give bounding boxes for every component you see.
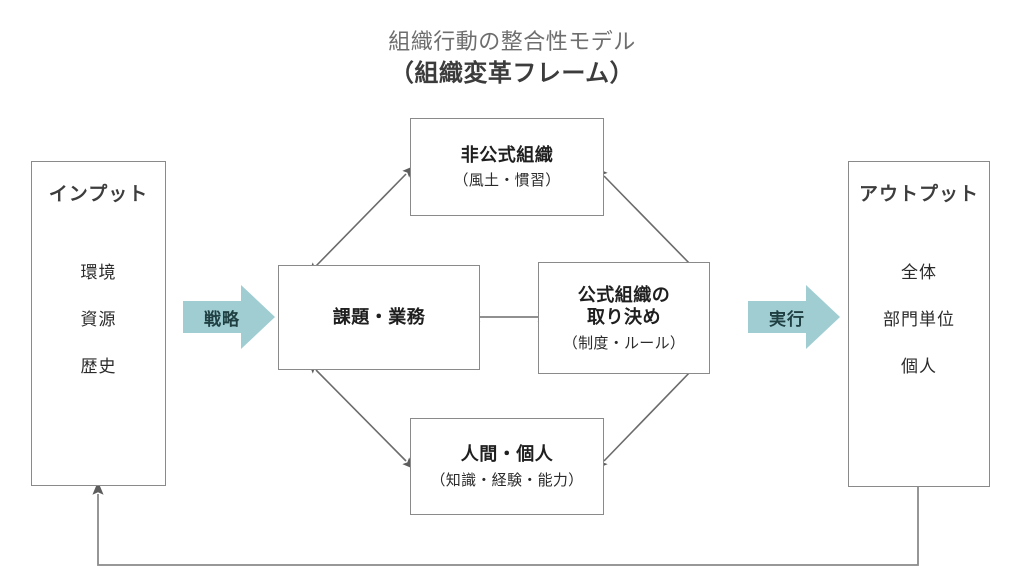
node-people-individual: 人間・個人 （知識・経験・能力） bbox=[410, 418, 604, 515]
input-panel-heading: インプット bbox=[48, 184, 149, 205]
node-formal-organization-subtitle: （制度・ルール） bbox=[562, 334, 686, 352]
output-panel-items: 全体 部門単位 個人 bbox=[883, 258, 955, 377]
execution-arrow-shape bbox=[748, 285, 840, 349]
output-item-individual: 個人 bbox=[901, 357, 937, 376]
strategy-arrow-shape bbox=[183, 285, 275, 349]
diagram-title: 組織行動の整合性モデル （組織変革フレーム） bbox=[0, 28, 1024, 90]
connector-task-people bbox=[308, 362, 414, 469]
node-people-individual-title: 人間・個人 bbox=[460, 444, 554, 465]
connector-task-informal bbox=[308, 165, 414, 275]
connector-informal-formal bbox=[596, 167, 700, 275]
node-task-operations: 課題・業務 bbox=[278, 265, 480, 370]
output-panel: アウトプット 全体 部門単位 個人 bbox=[848, 161, 990, 487]
input-panel-items: 環境 資源 歴史 bbox=[81, 258, 117, 377]
connector-people-formal bbox=[596, 361, 700, 470]
node-informal-organization-subtitle: （風土・慣習） bbox=[453, 172, 561, 190]
input-item-resources: 資源 bbox=[80, 310, 117, 329]
output-item-whole: 全体 bbox=[901, 263, 937, 282]
node-informal-organization-title: 非公式組織 bbox=[460, 144, 554, 165]
node-task-operations-title: 課題・業務 bbox=[332, 307, 426, 328]
input-item-environment: 環境 bbox=[80, 263, 117, 282]
output-panel-heading: アウトプット bbox=[858, 184, 979, 205]
title-secondary: （組織変革フレーム） bbox=[389, 60, 635, 88]
node-people-individual-subtitle: （知識・経験・能力） bbox=[430, 471, 584, 489]
input-item-history: 歴史 bbox=[80, 357, 117, 376]
node-informal-organization: 非公式組織 （風土・慣習） bbox=[410, 118, 604, 216]
node-formal-organization: 公式組織の 取り決め （制度・ルール） bbox=[538, 262, 710, 374]
output-item-department: 部門単位 bbox=[883, 310, 955, 329]
node-formal-organization-title: 公式組織の 取り決め bbox=[577, 284, 671, 328]
title-primary: 組織行動の整合性モデル bbox=[388, 29, 636, 54]
execution-arrow: 実行 bbox=[748, 283, 840, 351]
feedback-loop-connector bbox=[92, 481, 919, 566]
input-panel: インプット 環境 資源 歴史 bbox=[31, 161, 166, 486]
strategy-arrow: 戦略 bbox=[183, 283, 275, 351]
